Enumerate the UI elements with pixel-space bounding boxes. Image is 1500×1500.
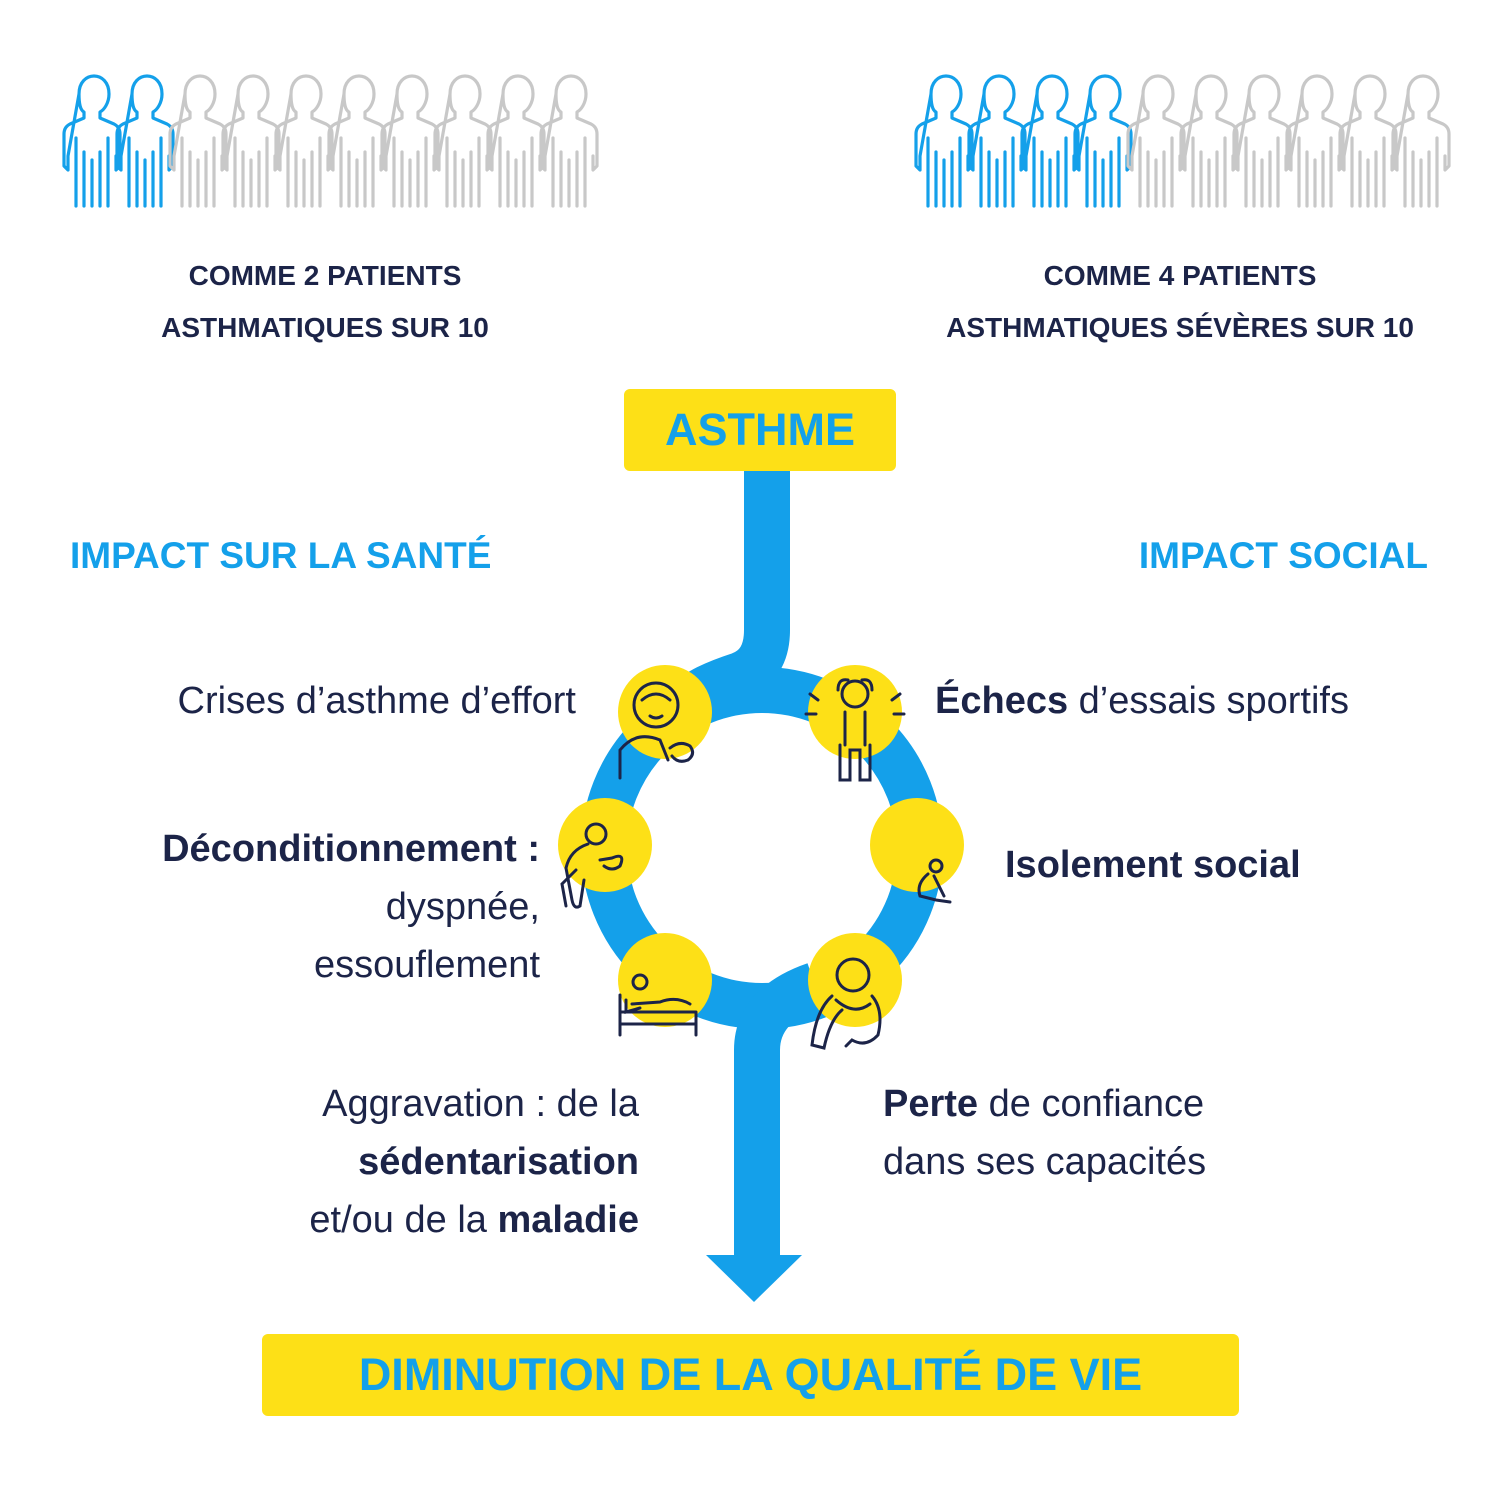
patient-icon	[433, 74, 493, 208]
patient-icon	[327, 74, 387, 208]
patient-icon	[1338, 74, 1398, 208]
patient-icon	[486, 74, 546, 208]
label-crises-text: Crises d’asthme d’effort	[177, 680, 576, 722]
label-decond-line3: essouflement	[313, 944, 540, 986]
patient-icon-highlighted	[914, 74, 974, 208]
stat-caption-left: COMME 2 PATIENTS ASTHMATIQUES SUR 10	[100, 250, 550, 354]
health-impact-title: IMPACT SUR LA SANTÉ	[70, 535, 492, 576]
sad-person-icon	[810, 957, 882, 1050]
stat-right-line1: COMME 4 PATIENTS	[1043, 260, 1317, 291]
patient-icon-highlighted	[62, 74, 122, 208]
patient-icon	[380, 74, 440, 208]
patient-icon-highlighted	[115, 74, 175, 208]
patient-icon	[1179, 74, 1239, 208]
patient-icon	[221, 74, 281, 208]
circle-sad	[808, 933, 902, 1050]
breathless-person-icon	[560, 822, 624, 909]
label-aggr-line3b: maladie	[497, 1199, 639, 1241]
patient-icon	[539, 74, 599, 208]
label-perte-line2: dans ses capacités	[883, 1141, 1207, 1183]
label-isolement: Isolement social	[1005, 836, 1301, 894]
quality-of-life-box: DIMINUTION DE LA QUALITÉ DE VIE	[262, 1334, 1239, 1416]
people-row-left	[62, 72, 599, 208]
social-impact-title: IMPACT SOCIAL	[1138, 535, 1428, 576]
patient-icon	[1285, 74, 1345, 208]
label-aggr-line3a: et/ou de la	[309, 1199, 498, 1241]
bedridden-person-icon	[618, 973, 698, 1037]
patient-icon	[1126, 74, 1186, 208]
stat-left-line2: ASTHMATIQUES SUR 10	[161, 312, 489, 343]
patient-icon	[1391, 74, 1451, 208]
label-aggr-line1: Aggravation : de la	[322, 1083, 639, 1125]
label-echecs-bold: Échecs	[935, 680, 1069, 722]
patient-icon	[274, 74, 334, 208]
flow-path	[581, 470, 943, 1255]
people-row-right	[914, 72, 1451, 208]
label-perte-bold: Perte	[883, 1083, 979, 1125]
flow-arrowhead	[706, 1255, 802, 1302]
asthme-box: ASTHME	[624, 389, 896, 471]
circle-isolated	[870, 798, 964, 904]
patient-icon	[168, 74, 228, 208]
circle-stressed	[804, 665, 906, 782]
patient-icon-highlighted	[1020, 74, 1080, 208]
isolated-person-icon	[917, 858, 952, 904]
patients-pictogram-left	[62, 74, 599, 208]
circle-coughing	[618, 665, 712, 780]
label-aggravation: Aggravation : de la sédentarisation et/o…	[309, 1075, 639, 1249]
quality-of-life-label: DIMINUTION DE LA QUALITÉ DE VIE	[358, 1349, 1143, 1400]
label-crises: Crises d’asthme d’effort	[178, 672, 576, 730]
stressed-person-icon	[804, 678, 906, 782]
stat-right-line2: ASTHMATIQUES SÉVÈRES SUR 10	[946, 312, 1414, 343]
stat-caption-right: COMME 4 PATIENTS ASTHMATIQUES SÉVÈRES SU…	[900, 250, 1460, 354]
label-decond-line2: dyspnée,	[385, 886, 540, 928]
label-perte: Perte de confiance dans ses capacités	[883, 1075, 1206, 1191]
label-isolement-text: Isolement social	[1005, 844, 1301, 886]
icon-circles	[558, 665, 964, 1050]
flow-bottom-stem	[734, 963, 824, 1255]
patient-icon-highlighted	[1073, 74, 1133, 208]
label-echecs-rest: d’essais sportifs	[1068, 680, 1349, 722]
circle-bedridden	[618, 933, 712, 1037]
patient-icon	[1232, 74, 1292, 208]
patient-icon-highlighted	[967, 74, 1027, 208]
label-perte-rest: de confiance	[978, 1083, 1205, 1125]
coughing-person-icon	[618, 681, 695, 780]
stat-left-line1: COMME 2 PATIENTS	[188, 260, 462, 291]
label-decond-bold: Déconditionnement :	[162, 828, 540, 870]
label-aggr-bold: sédentarisation	[358, 1141, 639, 1183]
label-deconditionnement: Déconditionnement : dyspnée, essouflemen…	[162, 820, 540, 994]
label-echecs: Échecs d’essais sportifs	[935, 672, 1349, 730]
circle-breathless	[558, 798, 652, 909]
patients-pictogram-right	[914, 74, 1451, 208]
flow-top-stem	[672, 470, 790, 717]
asthme-label: ASTHME	[665, 404, 855, 455]
